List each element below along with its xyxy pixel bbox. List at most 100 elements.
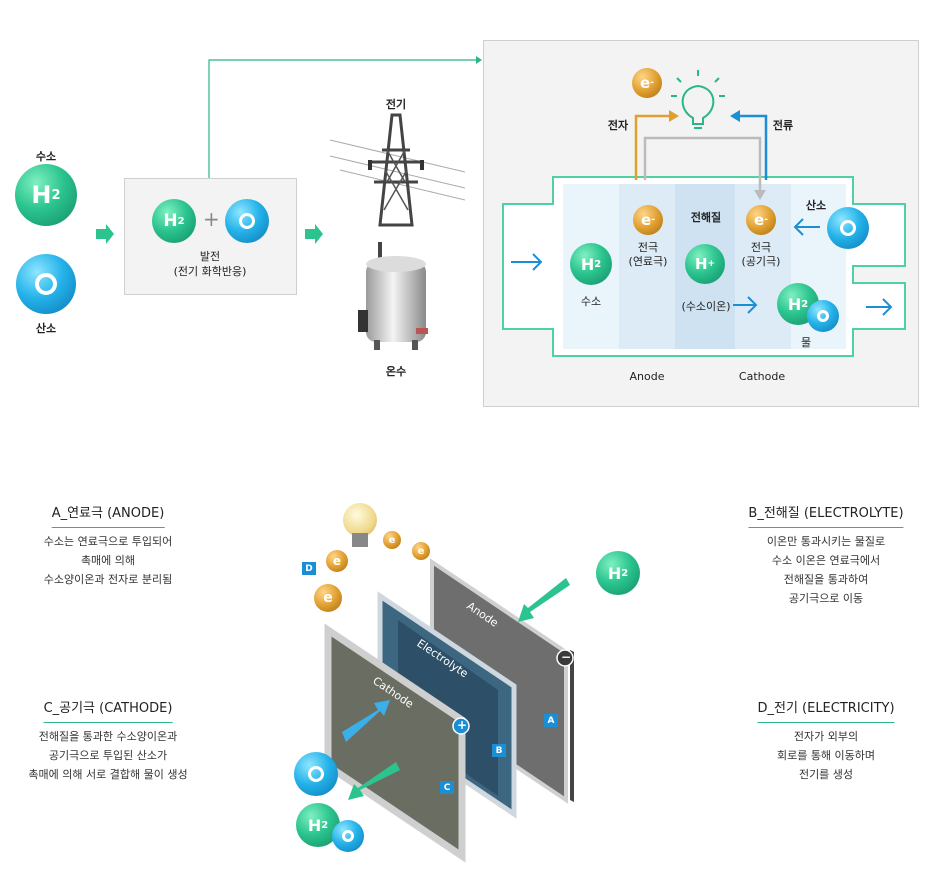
hydrogen-inflow-arrow-icon xyxy=(518,578,570,622)
tag-c: C xyxy=(440,781,454,794)
h2-subscript: 2 xyxy=(594,258,602,270)
cathode-plate xyxy=(324,623,466,863)
oxygen-molecule-icon xyxy=(294,752,338,796)
h2-symbol: H xyxy=(307,815,322,835)
electron-symbol: e xyxy=(754,211,765,229)
electron-label: 전자 xyxy=(607,119,629,132)
cathode-description: 전해질을 통과한 수소양이온과 공기극으로 투입된 산소가 촉매에 의해 서로 … xyxy=(28,727,187,784)
hydrogen-label: 수소 xyxy=(580,295,602,308)
water-oxygen-icon xyxy=(332,820,364,852)
water-oxygen-icon xyxy=(807,300,839,332)
water-outflow-arrow-icon xyxy=(348,762,400,800)
electron-icon: e- xyxy=(632,68,662,98)
plus-sign: + xyxy=(203,207,220,231)
anode-line: 촉매에 의해 xyxy=(80,554,136,567)
electron-icon: e xyxy=(326,550,348,572)
electron-symbol: e xyxy=(323,590,333,606)
hydrogen-label: 수소 xyxy=(35,150,57,163)
generation-box xyxy=(124,178,297,295)
anode-electrode-sub: (연료극) xyxy=(628,255,668,268)
cathode-line: 공기극으로 투입된 산소가 xyxy=(48,749,168,762)
electricity-line: 전기를 생성 xyxy=(798,768,854,781)
electron-symbol: e xyxy=(641,211,652,229)
electron-icon: e xyxy=(412,542,430,560)
tag-a: A xyxy=(544,714,558,727)
arrow-right-icon xyxy=(96,224,114,244)
hydrogen-ion-label: (수소이온) xyxy=(681,300,731,313)
cathode-label: Cathode xyxy=(738,370,786,383)
electrolyte-line: 전해질을 통과하여 xyxy=(783,573,869,586)
electricity-label: 전기 xyxy=(385,98,407,111)
electrolyte-label: 전해질 xyxy=(690,211,722,224)
electron-symbol: e xyxy=(640,74,651,92)
fuel-cell-exploded-view xyxy=(324,558,574,863)
h2-symbol: H xyxy=(163,211,178,231)
power-tower-icon xyxy=(330,113,465,227)
h2-subscript: 2 xyxy=(321,819,329,831)
hydrogen-ion-symbol: H xyxy=(694,255,708,273)
h2-symbol: H xyxy=(580,254,595,274)
light-bulb-icon xyxy=(671,70,725,129)
h2-subscript: 2 xyxy=(801,298,809,310)
generation-title: 발전 xyxy=(199,250,221,263)
electricity-description: 전자가 외부의 회로를 통해 이동하며 전기를 생성 xyxy=(777,727,875,784)
electron-icon: e- xyxy=(746,205,776,235)
arrow-right-icon xyxy=(305,224,323,244)
minus-sign: − xyxy=(561,650,572,664)
electrolyte-line: 공기극으로 이동 xyxy=(788,592,864,605)
cathode-electrode-sub: (공기극) xyxy=(741,255,781,268)
h2-symbol: H xyxy=(787,294,802,314)
h2-symbol: H xyxy=(607,563,622,583)
water-label: 물 xyxy=(800,336,812,349)
electrolyte-description: 이온만 통과시키는 물질로 수소 이온은 연료극에서 전해질을 통과하여 공기극… xyxy=(767,532,885,608)
electron-icon: e- xyxy=(633,205,663,235)
h2-subscript: 2 xyxy=(51,187,61,203)
h2-subscript: 2 xyxy=(177,215,185,227)
electrolyte-title: B_전해질 (ELECTROLYTE) xyxy=(748,502,904,528)
tag-b: B xyxy=(492,744,506,757)
cathode-title: C_공기극 (CATHODE) xyxy=(43,697,173,723)
electricity-line: 전자가 외부의 xyxy=(793,730,859,743)
top-flow-connectors xyxy=(96,56,482,244)
anode-description: 수소는 연료극으로 투입되어 촉매에 의해 수소양이온과 전자로 분리됨 xyxy=(44,532,172,589)
electricity-title: D_전기 (ELECTRICITY) xyxy=(757,697,895,723)
cathode-line: 전해질을 통과한 수소양이온과 xyxy=(38,730,178,743)
electron-icon: e xyxy=(383,531,401,549)
plus-sign: + xyxy=(457,718,468,732)
hydrogen-ion-icon: H+ xyxy=(685,244,725,284)
bulb-base xyxy=(352,533,368,547)
current-label: 전류 xyxy=(772,119,794,132)
anode-line: 수소는 연료극으로 투입되어 xyxy=(43,535,173,548)
positive-terminal-icon xyxy=(452,717,470,735)
anode-title: A_연료극 (ANODE) xyxy=(51,502,165,528)
oxygen-molecule-icon xyxy=(827,207,869,249)
tag-d: D xyxy=(302,562,316,575)
negative-terminal-icon xyxy=(556,649,574,667)
water-heater-icon xyxy=(358,242,428,350)
electricity-line: 회로를 통해 이동하며 xyxy=(776,749,876,762)
anode-line: 수소양이온과 전자로 분리됨 xyxy=(43,573,173,586)
electron-symbol: e xyxy=(417,545,425,557)
electrolyte-line: 수소 이온은 연료극에서 xyxy=(771,554,881,567)
anode-label: Anode xyxy=(629,370,665,383)
proton-arrow-icon xyxy=(342,700,390,742)
generation-subtitle: (전기 화학반응) xyxy=(173,265,247,278)
h2-symbol: H xyxy=(31,181,52,209)
oxygen-molecule-icon xyxy=(16,254,76,314)
electron-symbol: e xyxy=(388,534,396,546)
oxygen-label: 산소 xyxy=(35,322,57,335)
hot-water-label: 온수 xyxy=(385,365,407,378)
oxygen-label: 산소 xyxy=(805,199,827,212)
oxygen-molecule-icon xyxy=(225,199,269,243)
anode-electrode-label: 전극 xyxy=(637,241,659,254)
h2-subscript: 2 xyxy=(621,567,629,579)
electrolyte-line: 이온만 통과시키는 물질로 xyxy=(766,535,886,548)
electron-symbol: e xyxy=(332,554,342,568)
light-bulb-icon xyxy=(343,503,377,537)
cathode-line: 촉매에 의해 서로 결합해 물이 생성 xyxy=(28,768,188,781)
electron-icon: e xyxy=(314,584,342,612)
cathode-electrode-label: 전극 xyxy=(750,241,772,254)
